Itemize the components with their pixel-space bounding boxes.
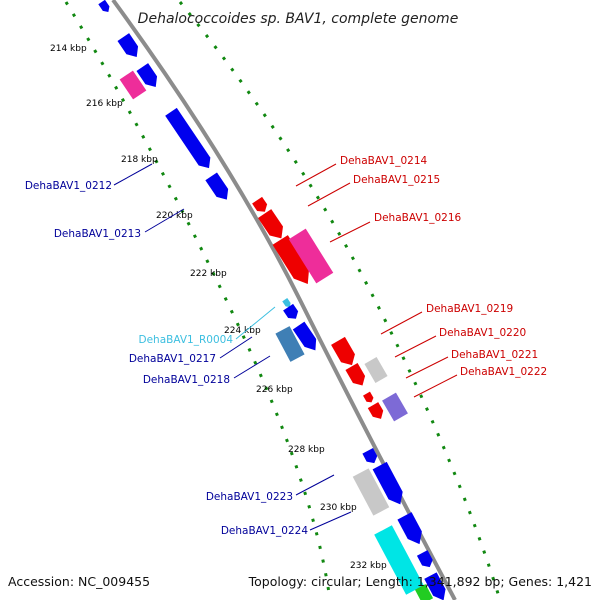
genome-backbone	[111, 0, 457, 600]
gene-arrow[interactable]	[397, 512, 426, 548]
gene-label[interactable]: DehaBAV1_0216	[374, 212, 462, 224]
gene-labels-minus: DehaBAV1_0212 DehaBAV1_0213 DehaBAV1_R00…	[25, 180, 309, 537]
gene-label[interactable]: DehaBAV1_0219	[426, 303, 513, 315]
gene-label[interactable]: DehaBAV1_R0004	[139, 334, 234, 346]
gene-arrow[interactable]	[416, 550, 435, 570]
gene-label[interactable]: DehaBAV1_0224	[221, 525, 309, 537]
gene-label[interactable]: DehaBAV1_0217	[129, 353, 216, 365]
kbp-tick-label: 214 kbp	[50, 44, 87, 54]
gene-arrow[interactable]	[367, 402, 386, 422]
kbp-tick-label: 220 kbp	[156, 211, 193, 221]
gene-arrow[interactable]	[374, 525, 424, 595]
gene-arrow[interactable]	[363, 391, 375, 405]
gene-arrow[interactable]	[382, 392, 408, 422]
gene-features-minus	[98, 0, 450, 600]
kbp-tick-label: 218 kbp	[121, 155, 158, 165]
gene-arrow[interactable]	[252, 196, 270, 215]
gene-label[interactable]: DehaBAV1_0218	[143, 374, 230, 386]
gene-label[interactable]: DehaBAV1_0212	[25, 180, 112, 192]
accession-label: Accession: NC_009455	[8, 574, 150, 589]
gene-arrow[interactable]	[119, 70, 147, 100]
gene-arrow[interactable]	[331, 336, 359, 369]
gene-arrow[interactable]	[362, 448, 379, 466]
gene-arrow[interactable]	[165, 107, 215, 172]
gene-arrow[interactable]	[424, 572, 450, 600]
gene-label[interactable]: DehaBAV1_0220	[439, 327, 526, 339]
gene-label[interactable]: DehaBAV1_0223	[206, 491, 293, 503]
gene-arrow[interactable]	[98, 0, 111, 14]
gene-arrow[interactable]	[414, 584, 434, 600]
footer-left-backdrop	[0, 572, 188, 590]
map-title: Dehalococcoides sp. BAV1, complete genom…	[138, 11, 459, 27]
gene-label[interactable]: DehaBAV1_0214	[340, 155, 428, 167]
gene-arrow[interactable]	[288, 228, 334, 284]
kbp-tick-label: 224 kbp	[224, 326, 261, 336]
gene-arrow[interactable]	[283, 303, 301, 322]
gene-label[interactable]: DehaBAV1_0213	[54, 228, 141, 240]
gene-arrow[interactable]	[364, 356, 388, 384]
outer-dotted-track	[64, 1, 332, 600]
gene-labels-plus: DehaBAV1_0214 DehaBAV1_0215 DehaBAV1_021…	[340, 155, 547, 378]
gene-arrow[interactable]	[345, 362, 368, 389]
gene-features-plus	[252, 196, 434, 600]
kbp-tick-label: 232 kbp	[350, 561, 387, 571]
rna-arrow[interactable]	[282, 298, 292, 309]
kbp-tick-label: 222 kbp	[190, 269, 227, 279]
kbp-tick-label: 228 kbp	[288, 445, 325, 455]
kbp-tick-label: 230 kbp	[320, 503, 357, 513]
genome-summary: Topology: circular; Length: 1,341,892 bp…	[248, 574, 592, 589]
gene-arrow[interactable]	[205, 172, 232, 203]
gene-label[interactable]: DehaBAV1_0215	[353, 174, 440, 186]
gene-arrow[interactable]	[275, 326, 305, 362]
kbp-tick-label: 216 kbp	[86, 99, 123, 109]
gene-label[interactable]: DehaBAV1_0222	[460, 366, 547, 378]
kbp-tick-label: 226 kbp	[256, 385, 293, 395]
gene-arrow[interactable]	[352, 468, 390, 516]
gene-arrow[interactable]	[117, 33, 142, 61]
inner-dotted-track	[178, 1, 502, 600]
leader-lines-plus	[295, 163, 458, 398]
kbp-tick-labels: 214 kbp 216 kbp 218 kbp 220 kbp 222 kbp …	[50, 44, 387, 571]
gene-arrow[interactable]	[372, 461, 408, 508]
leader-lines-minus	[113, 163, 352, 531]
gene-arrow[interactable]	[272, 235, 316, 289]
gene-label[interactable]: DehaBAV1_0221	[451, 349, 538, 361]
gene-arrow[interactable]	[136, 63, 161, 91]
gene-arrow[interactable]	[292, 321, 321, 355]
gene-arrow[interactable]	[257, 209, 288, 243]
